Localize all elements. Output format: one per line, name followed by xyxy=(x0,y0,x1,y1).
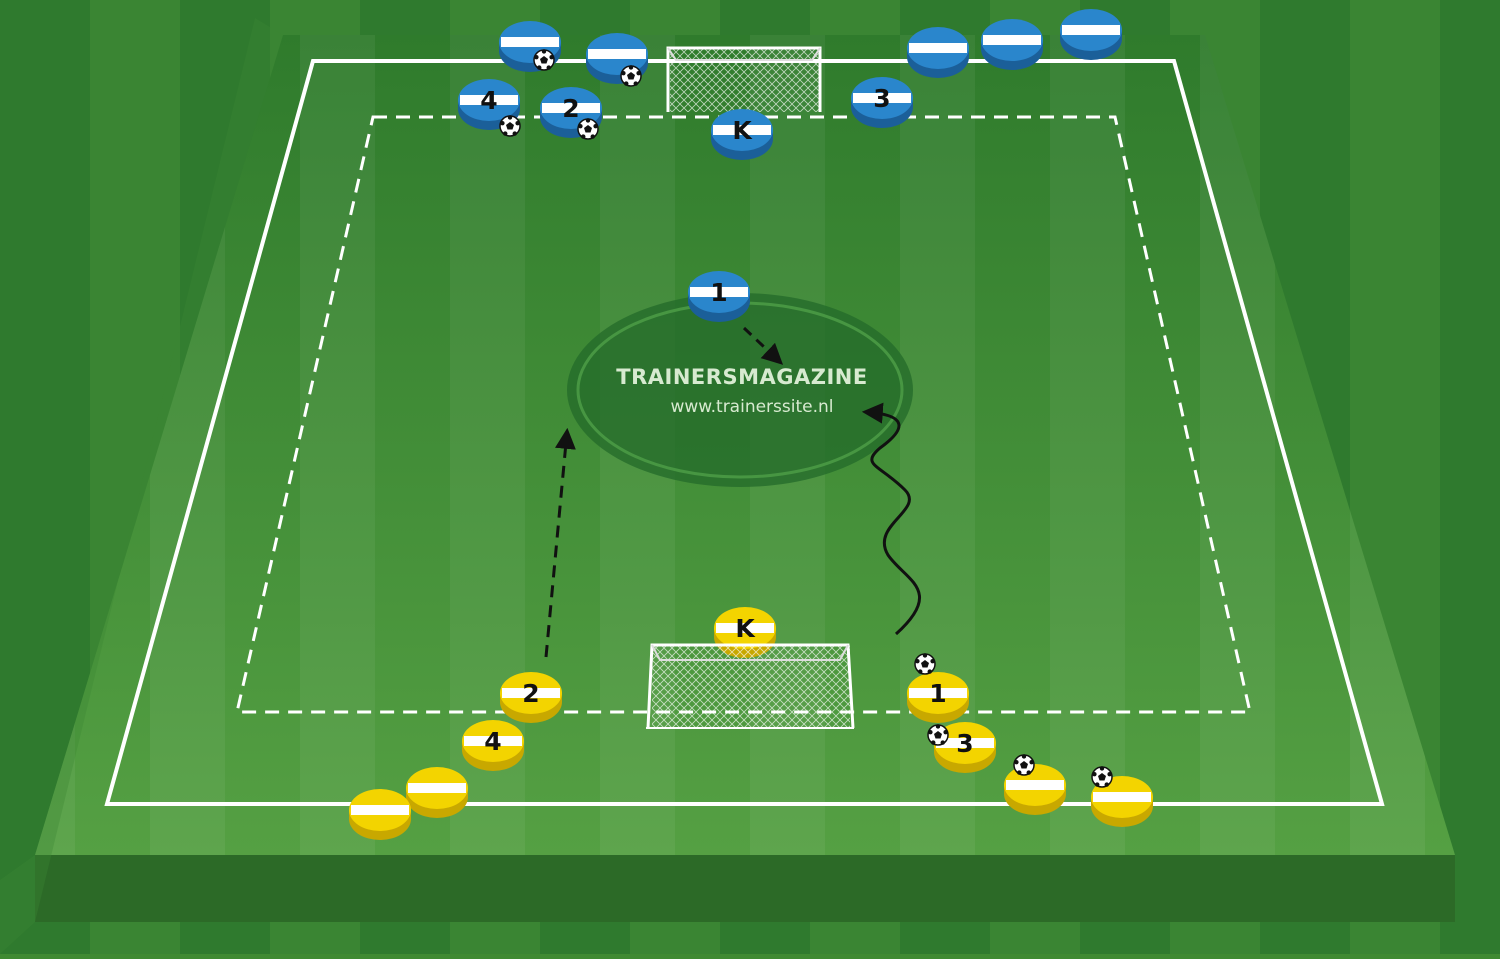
dashed-arrow-blue-1 xyxy=(742,326,784,365)
blue-player-3: 3 xyxy=(851,77,913,128)
yellow-player-2: 2 xyxy=(500,672,562,723)
ball-icon xyxy=(1013,754,1035,776)
yellow-player-extra-7 xyxy=(1004,754,1066,815)
watermark-url: www.trainerssite.nl xyxy=(670,397,833,417)
blue-player-4: 4 xyxy=(458,79,521,137)
field-boundary xyxy=(104,59,1385,806)
blue-player-extra-0 xyxy=(499,21,561,72)
blue-player-k: K xyxy=(711,109,773,160)
yellow-player-number: 1 xyxy=(929,679,946,708)
ball-icon xyxy=(499,115,521,137)
yellow-player-1: 1 xyxy=(907,653,969,723)
yellow-player-extra-4 xyxy=(349,789,411,840)
blue-player-number: 2 xyxy=(562,94,579,123)
blue-player-number: 4 xyxy=(480,86,497,115)
pitch-front-face xyxy=(35,855,1455,922)
blue-player-extra-2 xyxy=(907,27,969,78)
blue-player-number: K xyxy=(732,116,753,145)
watermark: TRAINERSMAGAZINE www.trainerssite.nl xyxy=(567,293,913,487)
ball-icon xyxy=(1091,766,1113,788)
bottom-goal xyxy=(646,643,855,729)
ball-icon xyxy=(533,49,555,71)
dribble-arrow-yellow-1 xyxy=(861,402,921,636)
ball-icon xyxy=(914,653,936,675)
blue-player-extra-3 xyxy=(981,19,1043,70)
blue-team: 4 2K 3 1 xyxy=(458,9,1122,322)
blue-player-number: 3 xyxy=(873,84,890,113)
blue-player-extra-1 xyxy=(586,33,648,87)
yellow-player-number: 4 xyxy=(484,727,501,756)
yellow-player-number: K xyxy=(735,614,756,643)
blue-player-extra-4 xyxy=(1060,9,1122,60)
yellow-player-extra-3 xyxy=(406,767,468,818)
dashed-arrow-yellow-2 xyxy=(544,427,576,658)
ball-icon xyxy=(927,724,949,746)
ball-icon xyxy=(620,65,642,87)
yellow-player-extra-8 xyxy=(1091,766,1153,827)
ball-icon xyxy=(577,118,599,140)
movements xyxy=(544,326,921,658)
blue-player-1: 1 xyxy=(688,271,750,322)
yellow-player-number: 3 xyxy=(956,729,973,758)
top-goal xyxy=(666,46,822,112)
yellow-player-number: 2 xyxy=(522,679,539,708)
yellow-player-3: 3 xyxy=(927,722,996,773)
watermark-title: TRAINERSMAGAZINE xyxy=(616,365,867,389)
blue-player-number: 1 xyxy=(710,278,727,307)
yellow-team: 24 13 xyxy=(349,653,1153,840)
blue-player-2: 2 xyxy=(540,87,602,140)
yellow-player-4: 4 xyxy=(462,720,524,771)
